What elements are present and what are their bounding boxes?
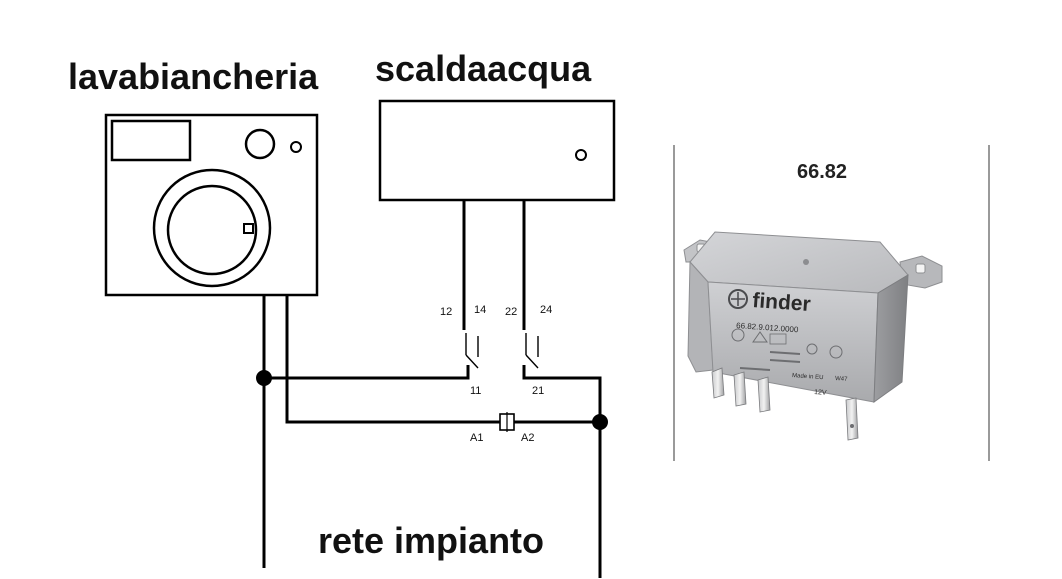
relay-model-label: 66.82 [797, 161, 847, 183]
washing-machine-icon [104, 113, 319, 297]
washing-machine-label: lavabiancheria [68, 56, 319, 97]
relay-week-text: W47 [835, 376, 848, 383]
junction-node-right [592, 414, 608, 430]
terminal-a2-label: A2 [521, 432, 534, 444]
terminal-22-label: 22 [505, 306, 517, 318]
relay-code-text: 66.82.9.012.0000 [736, 321, 799, 334]
water-heater-icon [378, 99, 616, 202]
mains-label: rete impianto [318, 520, 544, 561]
relay-contact-1 [465, 333, 479, 369]
terminal-11-label: 11 [470, 385, 481, 397]
terminal-21-label: 21 [532, 385, 544, 397]
water-heater-label: scaldaacqua [375, 48, 592, 89]
terminal-a1-label: A1 [470, 432, 483, 444]
relay-brand-text: finder [752, 289, 812, 316]
junction-node-left [256, 370, 272, 386]
relay-voltage-text: 12V [814, 389, 827, 397]
wires [262, 200, 602, 578]
relay-coil [499, 412, 515, 432]
terminal-14-label: 14 [474, 304, 486, 316]
terminal-24-label: 24 [540, 304, 552, 316]
terminal-12-label: 12 [440, 306, 452, 318]
relay-photo-panel: 66.82 finder 66.82.9.012.0000 [673, 145, 990, 461]
relay-contact-2 [525, 333, 539, 369]
relay-origin-text: Made in EU [792, 373, 824, 381]
relay-image: finder 66.82.9.012.0000 Made in EU W47 1… [683, 231, 943, 441]
